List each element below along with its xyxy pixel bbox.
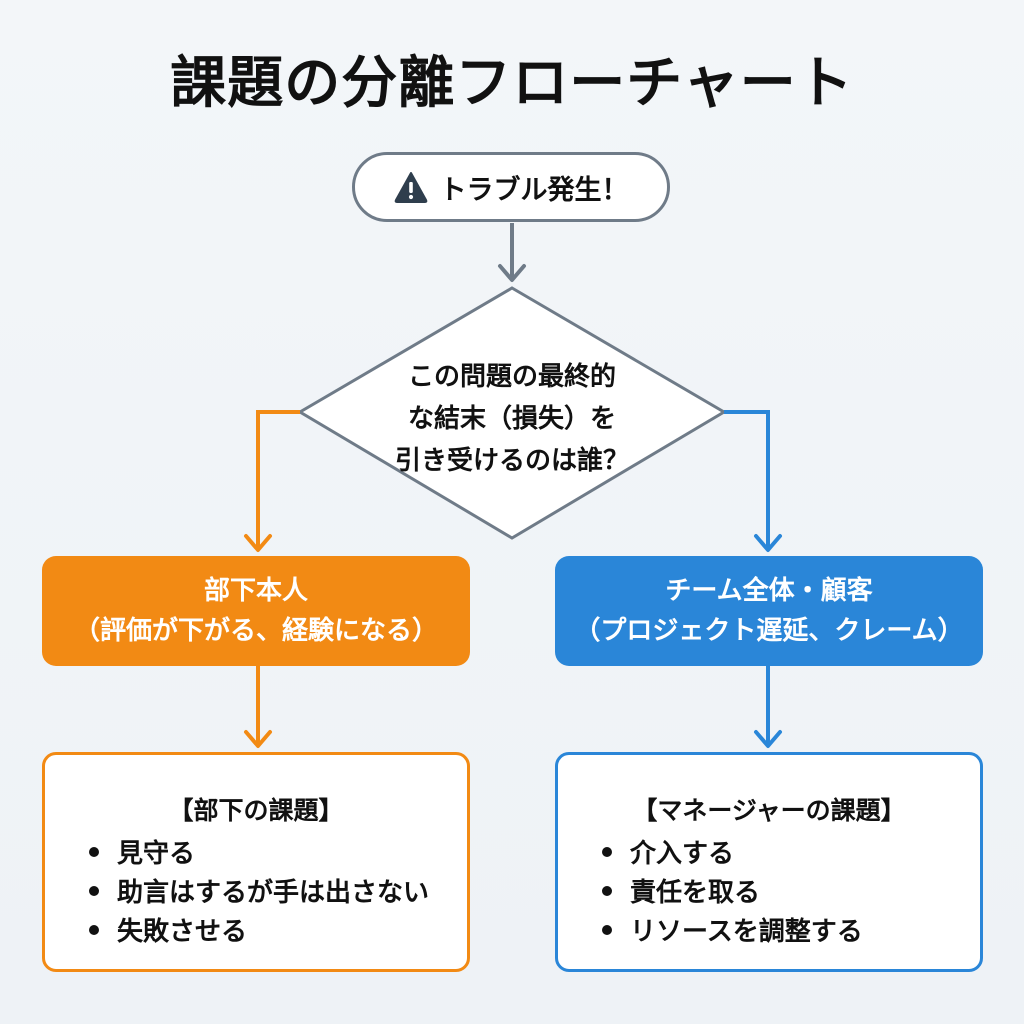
list-item: リソースを調整する [602,913,863,952]
outcome-team-detail: （プロジェクト遅延、クレーム） [574,616,964,646]
manager-task-list: 介入する 責任を取る リソースを調整する [602,835,863,952]
arrow-decision-to-left [256,410,300,548]
manager-task-title: 【マネージャーの課題】 [632,796,906,825]
outcome-subordinate-detail: （評価が下がる、経験になる） [73,616,438,646]
subordinate-task-list: 見守る 助言はするが手は出さない 失敗させる [89,835,429,952]
list-item: 助言はするが手は出さない [89,874,429,913]
manager-task-box: 【マネージャーの課題】 介入する 責任を取る リソースを調整する [555,752,983,972]
outcome-subordinate: 部下本人 （評価が下がる、経験になる） [42,556,470,666]
arrowhead-start-to-decision [498,264,526,282]
outcome-team-title: チーム全体・顧客 [665,576,873,606]
list-item: 見守る [89,835,429,874]
decision-line-1: この問題の最終的 [407,362,616,392]
arrow-decision-to-right [724,410,770,548]
outcome-subordinate-title: 部下本人 [203,576,308,606]
arrowhead-right-outcome-to-task [754,730,782,748]
decision-diamond [297,286,727,540]
warning-icon [394,172,427,203]
arrowhead-decision-to-left [244,534,272,552]
list-item: 失敗させる [89,913,429,952]
subordinate-task-title: 【部下の課題】 [168,796,344,825]
arrowhead-decision-to-right [754,534,782,552]
decision-line-3: 引き受けるのは誰？ [394,446,629,476]
page-title: 課題の分離フローチャート [170,51,854,116]
decision-line-2: な結末（損失）を [407,404,616,434]
list-item: 責任を取る [602,874,863,913]
start-node: トラブル発生！ [352,152,670,222]
outcome-team-customer: チーム全体・顧客 （プロジェクト遅延、クレーム） [555,556,983,666]
decision-question: この問題の最終的 な結末（損失）を 引き受けるのは誰？ [360,356,664,482]
start-label: トラブル発生！ [439,174,629,206]
list-item: 介入する [602,835,863,874]
subordinate-task-box: 【部下の課題】 見守る 助言はするが手は出さない 失敗させる [42,752,470,972]
arrowhead-left-outcome-to-task [244,730,272,748]
